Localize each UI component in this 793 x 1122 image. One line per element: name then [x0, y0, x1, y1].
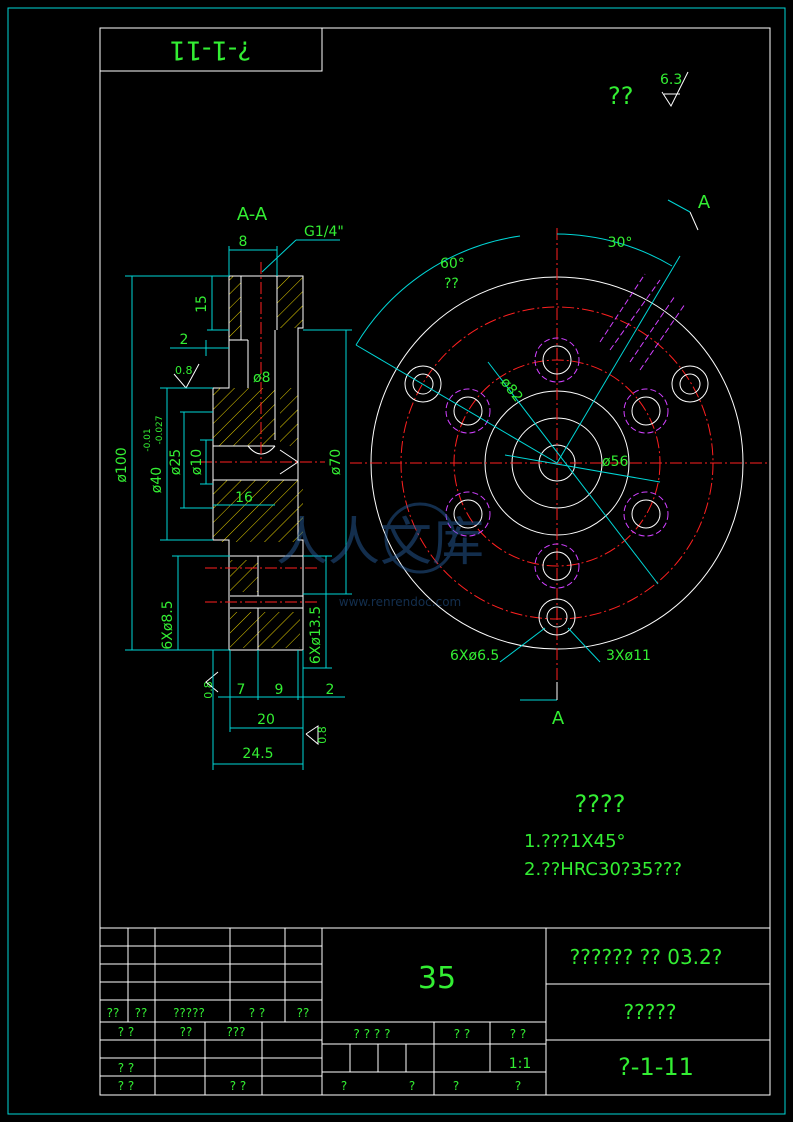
- section-title: A-A: [237, 204, 268, 225]
- watermark: 人人文库 www.renrendoc.com: [276, 502, 484, 609]
- inner-frame: [99, 27, 771, 1096]
- tb-r3f: ?: [515, 1079, 521, 1093]
- svg-text:人人文库: 人人文库: [276, 513, 484, 573]
- svg-text:www.renrendoc.com: www.renrendoc.com: [339, 595, 461, 609]
- notes-line2: 2.??HRC30?35???: [524, 859, 682, 880]
- dim-w245: 24.5: [242, 746, 273, 762]
- notes-line1: 1.???1X45°: [524, 831, 626, 852]
- title-box-code: ?-1-11: [169, 35, 251, 65]
- section-arrow-bottom: A: [552, 708, 565, 729]
- dim-bore8: ø8: [253, 370, 270, 386]
- tb-r3a: ? ?: [118, 1079, 135, 1093]
- dim-dia10: ø10: [189, 449, 205, 475]
- roughness-value: 6.3: [660, 72, 682, 88]
- tb-r3d: ?: [409, 1079, 415, 1093]
- section-outline: [212, 275, 304, 651]
- roughness-label: ??: [608, 82, 633, 110]
- outer-frame: [7, 7, 786, 1115]
- rough-a-value: 0.8: [175, 364, 193, 377]
- tb-r1b: ??: [180, 1025, 193, 1039]
- tb-r2a: ? ?: [118, 1061, 135, 1075]
- tb-r1c: ???: [226, 1025, 245, 1039]
- dim-step2: 2: [180, 332, 189, 348]
- radial-port: [599, 273, 686, 371]
- tb-h4: ? ?: [249, 1006, 266, 1020]
- dim-holes65: 6Xø6.5: [450, 648, 499, 664]
- title-box-top: [99, 27, 323, 72]
- rough-b-value: 0.8: [202, 681, 215, 699]
- dim-60-arc: [355, 235, 521, 346]
- dim-30-line: [556, 255, 681, 464]
- dim-len16: 16: [235, 490, 253, 506]
- rough-c-value: 0.8: [316, 726, 329, 744]
- dim-depth15: 15: [194, 295, 210, 313]
- dim-holes11: 3Xø11: [606, 648, 651, 664]
- front-view: 30° 60° ?? ø82 ø56 6Xø6.5 3Xø11 A A: [350, 192, 770, 729]
- notes-heading: ????: [575, 790, 626, 818]
- dim-w7: 7: [237, 682, 246, 698]
- tb-r1a: ? ?: [118, 1025, 135, 1039]
- dim-dia70: ø70: [328, 449, 344, 475]
- dim-dia56: ø56: [602, 454, 628, 470]
- tb-r3c: ?: [341, 1079, 347, 1093]
- dim-dia40-tol-lower: -0.027: [155, 415, 165, 444]
- tb-r3e: ?: [453, 1079, 459, 1093]
- dim-thread: G1/4": [304, 224, 344, 240]
- dim-dia40: ø40: [149, 467, 165, 493]
- dim-dia25: ø25: [168, 449, 184, 475]
- dim-dia40-tol-upper: -0.01: [143, 428, 153, 451]
- scale: 1:1: [509, 1056, 532, 1072]
- bolt-holes: [445, 337, 669, 589]
- tb-r1d: ? ? ? ?: [354, 1027, 391, 1041]
- dim-w20: 20: [257, 712, 275, 728]
- dim-dia100: ø100: [114, 447, 130, 482]
- dim-w2: 2: [326, 682, 335, 698]
- dim-holes135: 6Xø13.5: [308, 606, 324, 664]
- tb-h2: ??: [135, 1006, 148, 1020]
- dim-angle60-note: ??: [444, 276, 459, 292]
- drawing-number: ?-1-11: [618, 1053, 694, 1081]
- school-info: ?????? ?? 03.2?: [570, 945, 723, 969]
- tb-r1f: ? ?: [510, 1027, 527, 1041]
- dim-w9: 9: [275, 682, 284, 698]
- section-view: A-A: [114, 204, 352, 770]
- section-hatching: [213, 276, 303, 648]
- dim-angle60: 60°: [440, 256, 465, 272]
- tb-h1: ??: [107, 1006, 120, 1020]
- tb-h3: ?????: [173, 1006, 205, 1020]
- roughness-symbol: [661, 71, 689, 108]
- tb-r3b: ? ?: [230, 1079, 247, 1093]
- section-arrow-top: A: [698, 192, 711, 213]
- tb-r1e: ? ?: [454, 1027, 471, 1041]
- dim-holes85: 6Xø8.5: [160, 600, 176, 649]
- material: 35: [418, 961, 456, 996]
- part-name: ?????: [623, 1000, 676, 1024]
- tb-h5: ??: [297, 1006, 310, 1020]
- dim-top-width: 8: [239, 234, 248, 250]
- section-dimensions: 8 G1/4" 15 2 0.8 ø8 ø100 ø40 -0.01 -0.02…: [114, 224, 352, 770]
- dim-angle30: 30°: [608, 235, 633, 251]
- mount-holes: [404, 365, 709, 636]
- title-block: 35 ?????? ?? 03.2? ????? ?-1-11 1:1 ?? ?…: [100, 927, 770, 1095]
